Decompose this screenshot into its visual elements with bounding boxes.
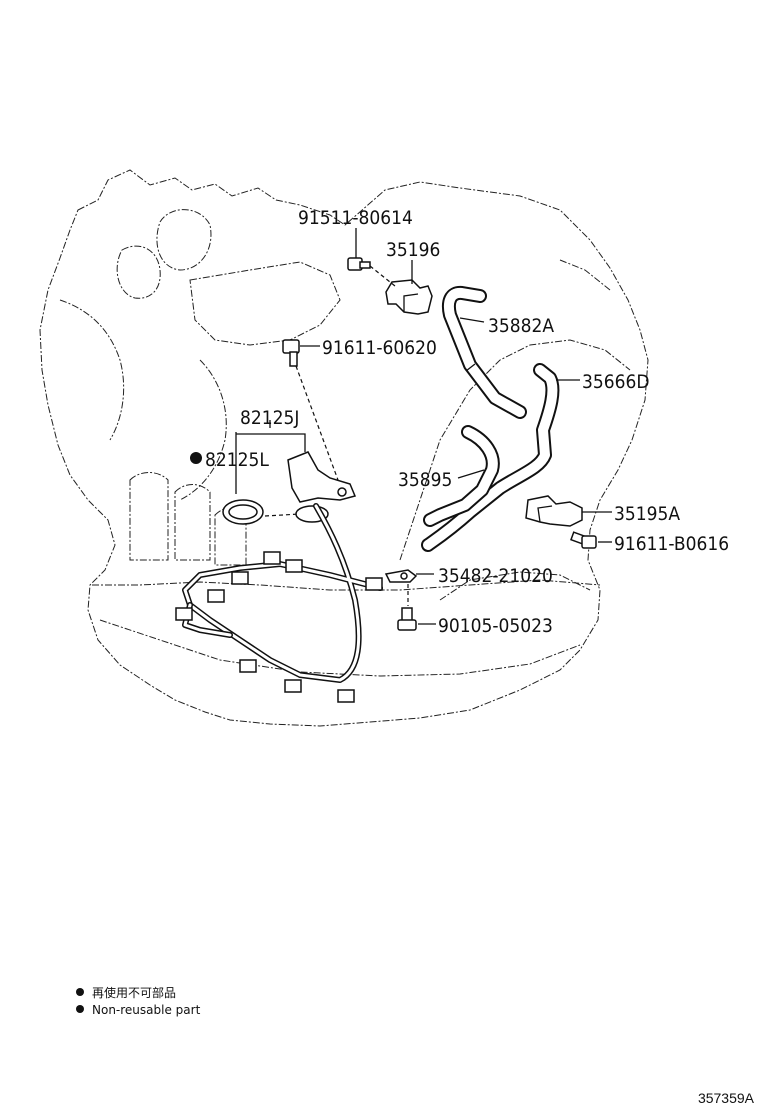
bolt-90105-05023: [397, 607, 417, 631]
label-35882a: 35882A: [488, 315, 554, 337]
bolt-91511-80614: [347, 257, 371, 271]
tube-35882a: [441, 286, 527, 419]
oring-82125l: [222, 499, 264, 525]
label-91511-80614: 91511-80614: [298, 207, 413, 229]
non-reusable-dot: [190, 452, 202, 464]
label-35666d: 35666D: [582, 371, 650, 393]
legend-dot-1: [76, 988, 84, 996]
label-35195a: 35195A: [614, 503, 680, 525]
legend-japanese: 再使用不可部品: [92, 985, 176, 1000]
label-90105-05023: 90105-05023: [438, 615, 553, 637]
label-91611-b0616: 91611-B0616: [614, 533, 729, 555]
legend-english: Non-reusable part: [92, 1003, 201, 1017]
label-82125j: 82125J: [240, 407, 299, 429]
bracket-35196: [385, 279, 433, 315]
bolt-91611-b0616: [570, 531, 597, 549]
label-91611-60620: 91611-60620: [322, 337, 437, 359]
bracket-35195a: [525, 495, 583, 527]
bolt-91611-60620: [282, 339, 300, 367]
transmission-outline: [39, 169, 649, 727]
label-82125l: 82125L: [205, 449, 269, 471]
clamp-35482-21020: [384, 569, 418, 583]
leader-lines: [235, 228, 612, 625]
label-35482-21020: 35482-21020: [438, 565, 553, 587]
tube-35666d: [421, 363, 560, 552]
legend-dot-2: [76, 1005, 84, 1013]
harness-connectors: [175, 551, 383, 703]
connector-82125j: [287, 451, 357, 503]
label-35196: 35196: [386, 239, 440, 261]
figure-id: 357359A: [698, 1090, 755, 1106]
label-35895: 35895: [398, 469, 452, 491]
tube-35895: [423, 425, 500, 527]
